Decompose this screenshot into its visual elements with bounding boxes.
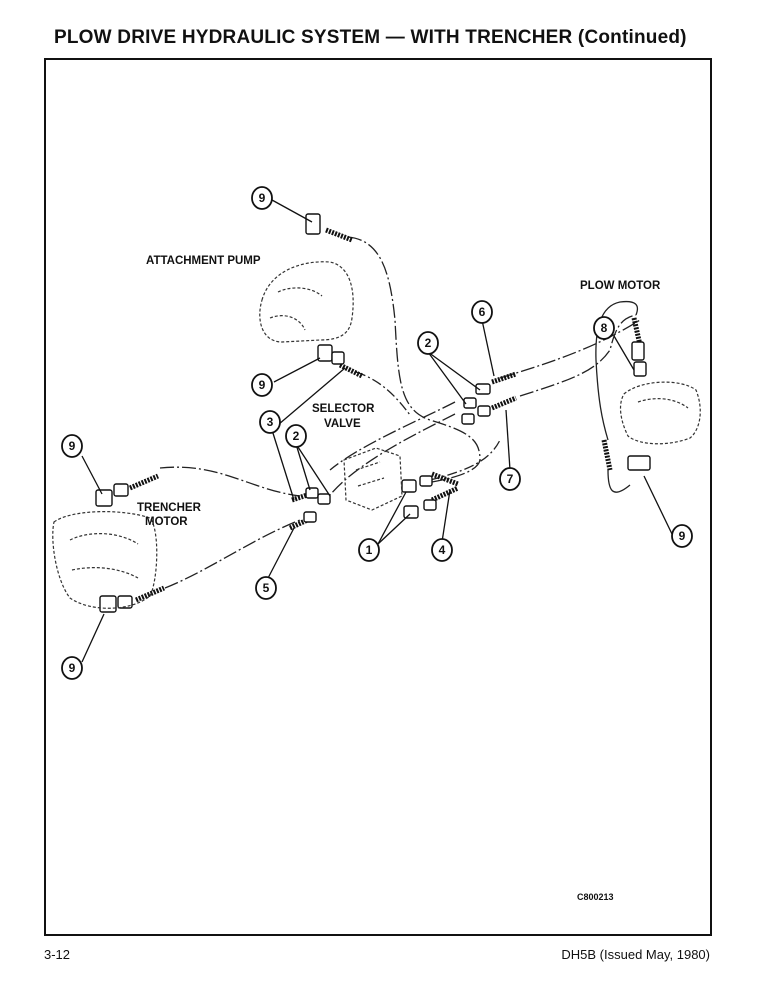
callout-6: 6 [479,305,486,319]
footer-page-number: 3-12 [44,947,71,962]
page-title: PLOW DRIVE HYDRAULIC SYSTEM — WITH TRENC… [54,27,687,48]
label-selector-valve-line2: VALVE [324,418,361,430]
label-selector-valve-line1: SELECTOR [312,403,375,415]
footer-document-id: DH5B (Issued May, 1980) [561,947,710,962]
label-trencher-motor-line2: MOTOR [145,516,188,528]
callout-9-trencher-bottom: 9 [69,661,76,675]
callout-9-pump-bottom: 9 [259,378,266,392]
figure-code: C800213 [577,892,614,902]
callout-7: 7 [507,472,514,486]
callout-9-plow: 9 [679,529,686,543]
label-plow-motor: PLOW MOTOR [580,280,661,292]
label-attachment-pump: ATTACHMENT PUMP [146,255,261,267]
callout-9-trencher-top: 9 [69,439,76,453]
callout-1: 1 [366,543,373,557]
label-trencher-motor-line1: TRENCHER [137,502,201,514]
callout-4: 4 [439,543,446,557]
callout-2-upper: 2 [425,336,432,350]
callout-5: 5 [263,581,270,595]
callout-9-pump-top: 9 [259,191,266,205]
callout-8: 8 [601,321,608,335]
callout-3: 3 [267,415,274,429]
diagram-frame [44,58,712,936]
callout-2-lower: 2 [293,429,300,443]
